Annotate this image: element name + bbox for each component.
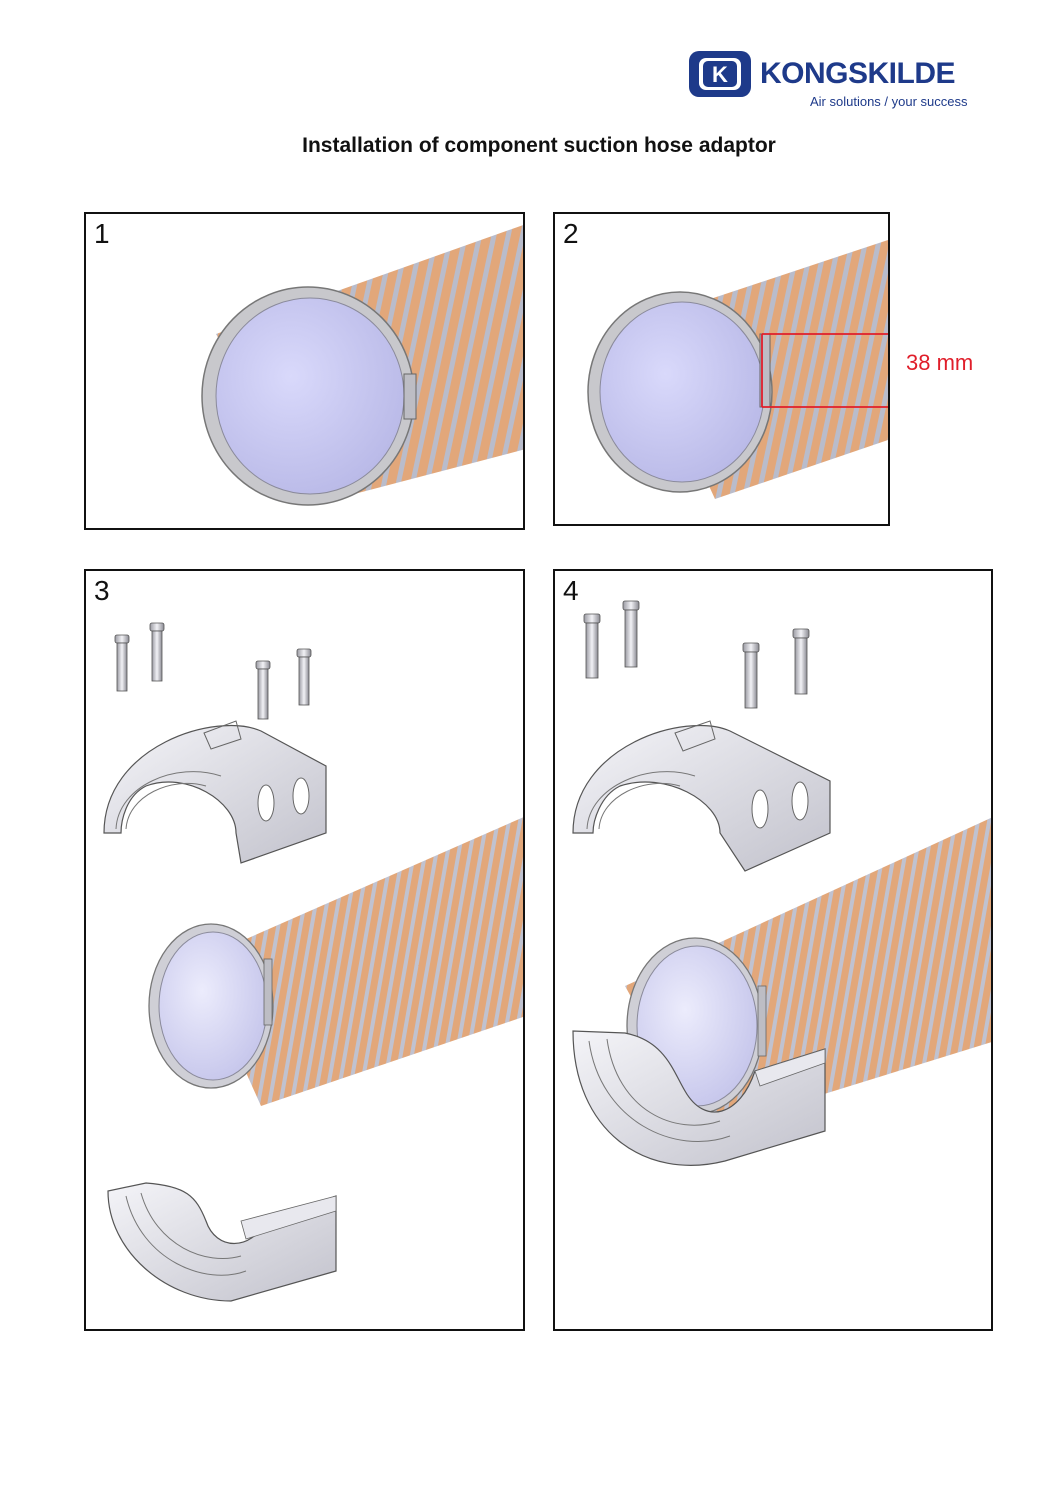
step-number: 1 xyxy=(94,218,110,249)
bolt-icon xyxy=(114,634,130,692)
step-number: 3 xyxy=(94,575,110,606)
hose-section xyxy=(148,817,523,1106)
bolt-icon xyxy=(583,613,601,679)
brand-name: KONGSKILDE xyxy=(760,57,956,90)
upper-clamp-half xyxy=(103,720,327,864)
bolt-icon xyxy=(622,600,640,668)
upper-clamp-half xyxy=(572,720,831,872)
step-4-panel: 4 xyxy=(553,569,993,1331)
bolt-icon xyxy=(255,660,271,720)
step-number: 4 xyxy=(563,575,579,606)
exploded-assembly-illustration xyxy=(103,622,523,1302)
hose-inner-surface xyxy=(599,301,765,483)
step-2-panel: 2 xyxy=(553,212,890,526)
bolt-icon xyxy=(149,622,165,682)
dimension-marker xyxy=(761,333,888,408)
lower-clamp-half-installed xyxy=(572,1030,826,1166)
hose-end-illustration xyxy=(201,225,523,506)
kongskilde-logo: K KONGSKILDE Air solutions / your succes… xyxy=(688,50,998,112)
step-number: 2 xyxy=(563,218,579,249)
partial-assembly-illustration xyxy=(572,600,991,1166)
brand-tagline: Air solutions / your success xyxy=(810,94,968,109)
hose-cut-illustration xyxy=(587,239,888,499)
logo-letter: K xyxy=(712,62,728,87)
bolt-icon xyxy=(742,642,760,709)
hose-inner-surface xyxy=(215,297,405,495)
lower-clamp-half xyxy=(107,1182,337,1302)
bolt-icon xyxy=(296,648,312,706)
dimension-label: 38 mm xyxy=(906,350,974,375)
hose-slot xyxy=(403,373,417,420)
logo-k-mark-icon: K xyxy=(689,51,751,97)
page-title: Installation of component suction hose a… xyxy=(302,134,776,157)
step-3-panel: 3 xyxy=(84,569,525,1331)
bolt-icon xyxy=(792,628,810,695)
step-1-panel: 1 xyxy=(84,212,525,530)
